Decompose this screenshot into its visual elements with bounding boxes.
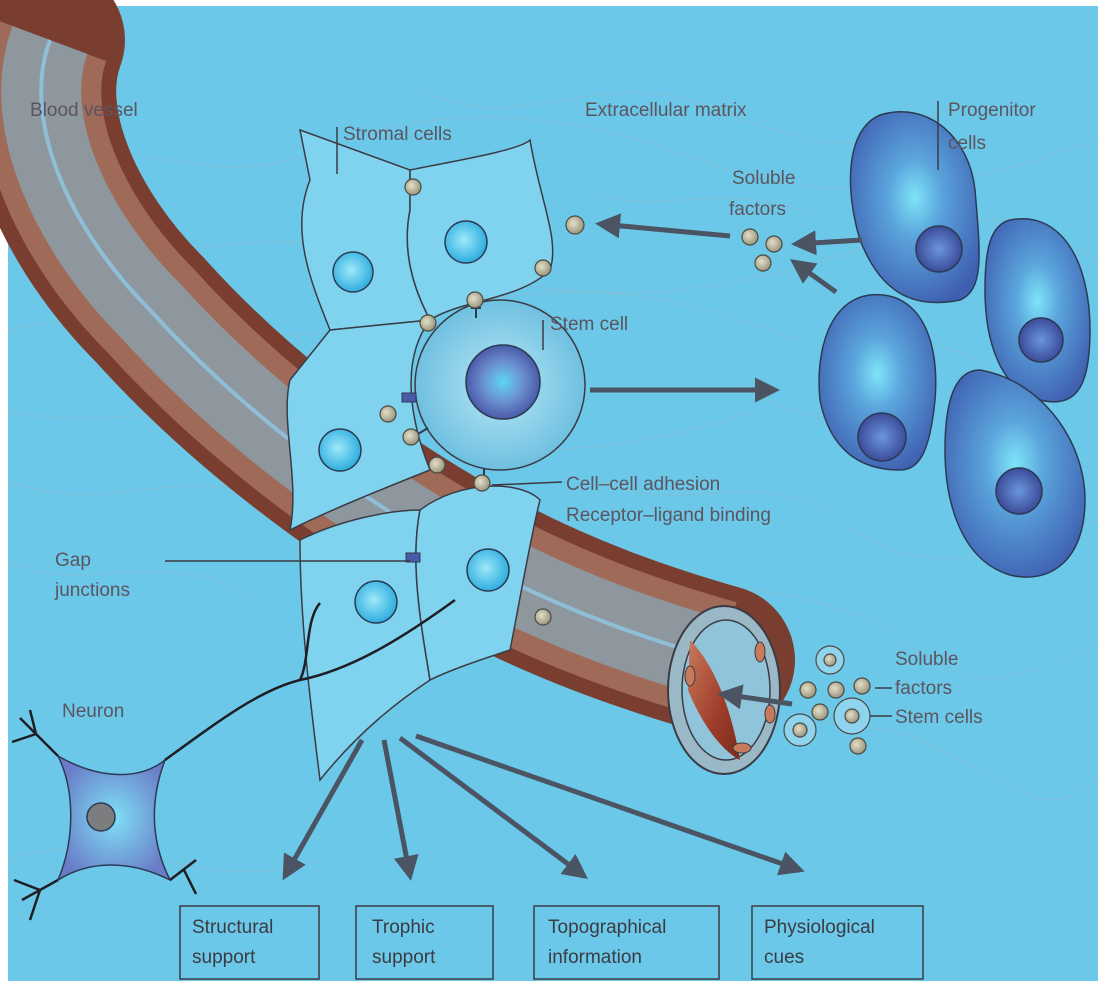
stromal-nucleus [445, 221, 487, 263]
label-neuron: Neuron [62, 701, 124, 722]
label-gap-line2: junctions [54, 580, 130, 601]
label-extracellular-matrix: Extracellular matrix [585, 100, 747, 121]
label-progenitor-line1: Progenitor [948, 100, 1036, 121]
box-topographical-line2: information [548, 947, 642, 968]
label-soluble-right-line2: factors [895, 678, 952, 699]
label-soluble-top-line1: Soluble [732, 168, 795, 189]
stromal-nucleus [355, 581, 397, 623]
label-adhesion-line2: Receptor–ligand binding [566, 505, 771, 526]
box-trophic-line1: Trophic [372, 917, 435, 938]
label-soluble-top-line2: factors [729, 199, 786, 220]
stromal-nucleus [319, 429, 361, 471]
vessel-cross-section [668, 606, 780, 774]
stromal-nucleus [467, 549, 509, 591]
box-physiological-line2: cues [764, 947, 804, 968]
box-physiological-line1: Physiological [764, 917, 875, 938]
box-topographical-line1: Topographical [548, 917, 666, 938]
stromal-nucleus [333, 252, 373, 292]
label-adhesion-line1: Cell–cell adhesion [566, 474, 720, 495]
box-structural-line2: support [192, 947, 256, 968]
box-structural-line1: Structural [192, 917, 273, 938]
label-soluble-right-line1: Soluble [895, 649, 958, 670]
label-gap-line1: Gap [55, 550, 91, 571]
label-stem-cell: Stem cell [550, 314, 628, 335]
label-progenitor-line2: cells [948, 133, 986, 154]
box-trophic-line2: support [372, 947, 436, 968]
label-stem-cells: Stem cells [895, 707, 983, 728]
label-blood-vessel: Blood vessel [30, 100, 138, 121]
label-stromal-cells: Stromal cells [343, 124, 452, 145]
